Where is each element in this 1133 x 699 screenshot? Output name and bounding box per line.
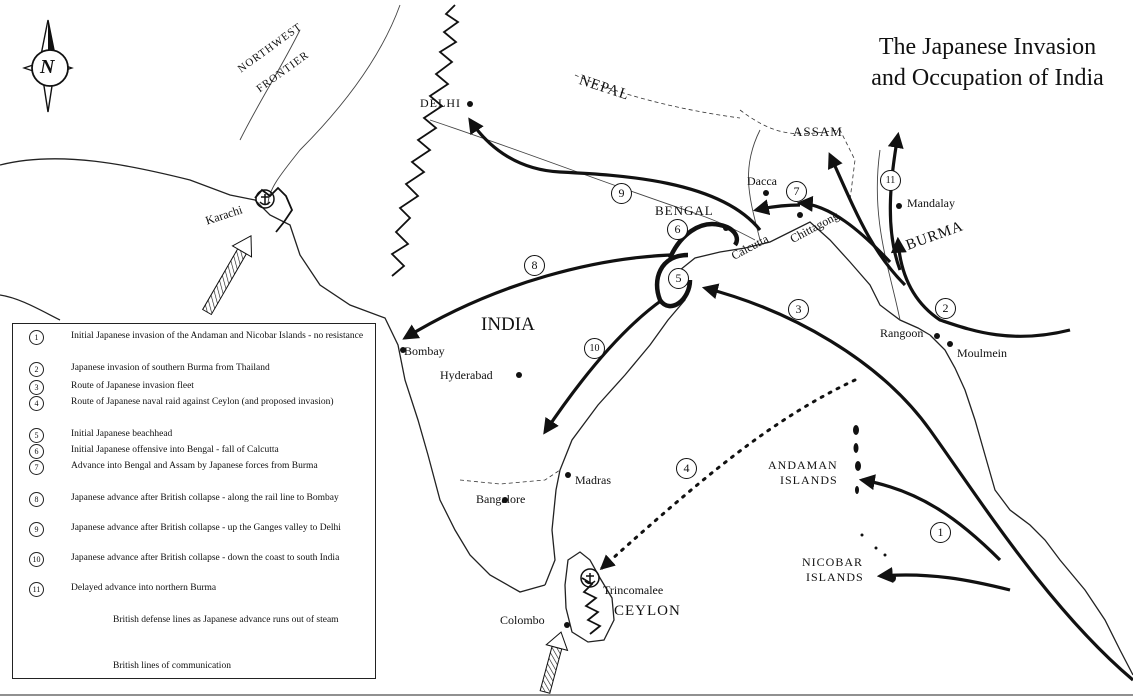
- comm-arrow-karachi: [201, 234, 253, 316]
- legend-text-defense-lines: British defense lines as Japanese advanc…: [113, 615, 339, 625]
- map-title-line-2: and Occupation of India: [871, 65, 1104, 91]
- compass-north-label: N: [40, 56, 55, 78]
- region-assam: ASSAM: [793, 124, 843, 139]
- route-marker-7: 7: [786, 181, 807, 202]
- legend-text-communication: British lines of communication: [113, 661, 231, 671]
- route-9-delhi: [468, 117, 762, 232]
- legend-num-8: 8: [29, 492, 44, 507]
- region-andaman-line-2: ISLANDS: [780, 473, 838, 487]
- communication-arrows: [201, 234, 569, 694]
- city-trincomalee: Trincomalee: [603, 583, 664, 597]
- map-legend: 1 Initial Japanese invasion of the Andam…: [12, 323, 376, 679]
- city-dots: [400, 101, 953, 628]
- borders: [459, 74, 856, 485]
- west-coast: [0, 158, 546, 593]
- city-hyderabad: Hyderabad: [440, 368, 493, 382]
- legend-num-11: 11: [29, 582, 44, 597]
- region-nicobar-line-1: NICOBAR: [802, 555, 864, 569]
- region-india: INDIA: [481, 314, 535, 335]
- route-1-nicobar: [876, 567, 1011, 592]
- city-dacca: Dacca: [747, 174, 777, 188]
- legend-text-4: Route of Japanese naval raid against Cey…: [71, 397, 334, 407]
- arabian-coast: [0, 294, 61, 321]
- legend-num-7: 7: [29, 460, 44, 475]
- legend-num-10: 10: [29, 552, 44, 567]
- coastlines: [0, 158, 1133, 676]
- route-3-fleet: [701, 283, 1133, 682]
- anchor-icons: [255, 189, 600, 588]
- region-nicobar-line-2: ISLANDS: [806, 570, 864, 584]
- route-marker-2: 2: [935, 298, 956, 319]
- legend-num-2: 2: [29, 362, 44, 377]
- route-7-a: [828, 152, 907, 287]
- legend-text-1: Initial Japanese invasion of the Andaman…: [71, 331, 364, 341]
- legend-text-3: Route of Japanese invasion fleet: [71, 381, 194, 391]
- legend-text-7: Advance into Bengal and Assam by Japanes…: [71, 461, 318, 471]
- route-10-south: [543, 298, 663, 435]
- route-marker-10: 10: [584, 338, 605, 359]
- legend-num-4: 4: [29, 396, 44, 411]
- route-7-c: [752, 199, 801, 216]
- legend-text-9: Japanese advance after British collapse …: [71, 523, 341, 533]
- legend-num-1: 1: [29, 330, 44, 345]
- city-rangoon: Rangoon: [880, 326, 924, 340]
- route-5-beachhead: [654, 252, 693, 309]
- city-bombay: Bombay: [404, 344, 445, 358]
- legend-text-11: Delayed advance into northern Burma: [71, 583, 217, 593]
- city-mandalay: Mandalay: [907, 196, 955, 210]
- route-marker-6: 6: [667, 219, 688, 240]
- legend-text-10: Japanese advance after British collapse …: [71, 553, 340, 563]
- islands: [853, 425, 896, 582]
- legend-text-6: Initial Japanese offensive into Bengal -…: [71, 445, 279, 455]
- beachhead-lines: [654, 221, 740, 309]
- city-delhi: DELHI: [420, 96, 461, 110]
- route-6-calcutta: [667, 221, 740, 259]
- route-4-dotted: [599, 378, 857, 571]
- city-moulmein: Moulmein: [957, 346, 1007, 360]
- route-marker-5: 5: [668, 268, 689, 289]
- region-andaman-line-1: ANDAMAN: [768, 458, 838, 472]
- route-marker-9: 9: [611, 183, 632, 204]
- city-colombo: Colombo: [500, 613, 545, 627]
- compass-rose: [22, 19, 74, 113]
- route-marker-4: 4: [676, 458, 697, 479]
- comm-arrow-colombo: [539, 631, 569, 694]
- advance-arrows: [402, 117, 1133, 682]
- legend-text-2: Japanese invasion of southern Burma from…: [71, 363, 270, 373]
- legend-num-9: 9: [29, 522, 44, 537]
- legend-num-5: 5: [29, 428, 44, 443]
- route-11: [887, 131, 904, 271]
- route-1-andaman: [858, 474, 1002, 562]
- route-7-b: [796, 195, 892, 264]
- legend-text-5: Initial Japanese beachhead: [71, 429, 173, 439]
- route-8-bombay: [402, 253, 671, 340]
- route-marker-11: 11: [880, 170, 901, 191]
- city-madras: Madras: [575, 473, 611, 487]
- map-title-line-1: The Japanese Invasion: [878, 34, 1097, 60]
- route-2-burma: [890, 236, 1071, 338]
- route-marker-1: 1: [930, 522, 951, 543]
- legend-num-6: 6: [29, 444, 44, 459]
- route-marker-3: 3: [788, 299, 809, 320]
- region-bengal: BENGAL: [655, 203, 714, 218]
- ceylon: [564, 551, 615, 643]
- legend-text-8: Japanese advance after British collapse …: [71, 493, 339, 503]
- city-bangalore: Bangalore: [476, 492, 526, 506]
- burma-coast: [929, 334, 1133, 676]
- rivers: [239, 4, 901, 321]
- east-coast: [544, 221, 931, 586]
- defense-line-north: [390, 4, 460, 277]
- defense-line-karachi: [254, 186, 294, 233]
- region-ceylon: CEYLON: [614, 603, 681, 619]
- legend-num-3: 3: [29, 380, 44, 395]
- map-title: The Japanese Invasion and Occupation of …: [850, 32, 1125, 94]
- route-marker-8: 8: [524, 255, 545, 276]
